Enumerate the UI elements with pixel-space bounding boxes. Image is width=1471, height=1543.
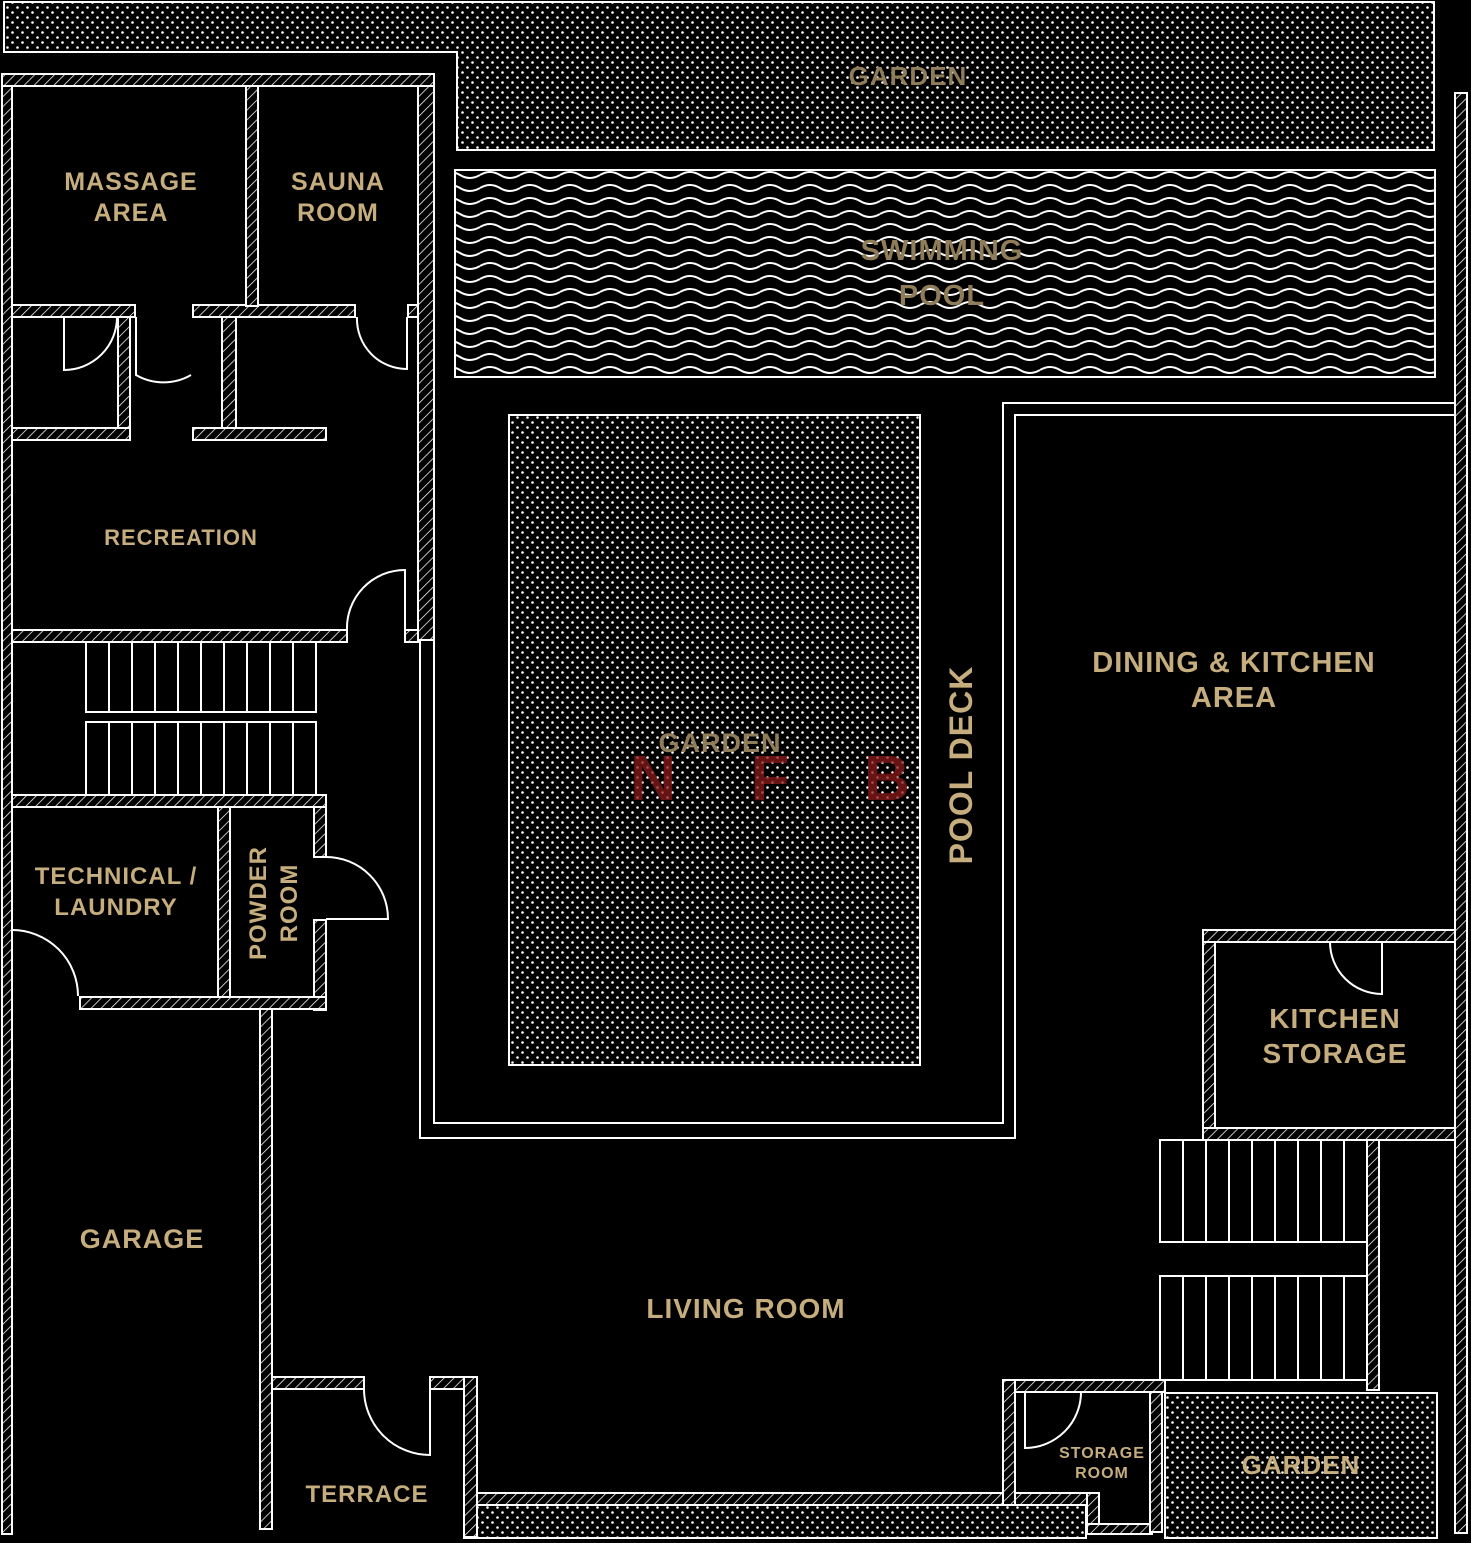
garden-top-label: GARDEN (849, 61, 968, 91)
courtyard-outline (419, 86, 1455, 1139)
garden-bottom-label: GARDEN (1242, 1450, 1361, 1480)
swimming-pool-area (454, 169, 1436, 378)
garden-top-area (3, 1, 1435, 151)
terrace-label: TERRACE (305, 1481, 428, 1508)
dining-kitchen-label-line2: AREA (1191, 682, 1277, 714)
living-room-label: LIVING ROOM (646, 1293, 845, 1324)
kitchen-storage-label-line2: STORAGE (1263, 1038, 1408, 1069)
powder-room-label-line2: ROOM (276, 864, 303, 943)
recreation-label: RECREATION (104, 525, 258, 550)
dining-kitchen-label-line1: DINING & KITCHEN (1092, 647, 1375, 679)
storage-room-label-line1: STORAGE (1059, 1445, 1145, 1462)
room-labels: GARDEN MASSAGE AREA SAUNA ROOM SWIMMING … (35, 61, 1408, 1508)
kitchen-storage-label-line1: KITCHEN (1269, 1003, 1400, 1034)
garage-label: GARAGE (80, 1224, 205, 1254)
massage-area-label-line2: AREA (94, 199, 169, 227)
stairs-right[interactable] (1159, 1139, 1368, 1381)
doors (11, 316, 1383, 1457)
garden-bottom-area (1164, 1392, 1438, 1539)
technical-laundry-label-line2: LAUNDRY (54, 894, 177, 921)
sauna-room-label-line1: SAUNA (291, 168, 385, 196)
garden-strip-bottom (463, 1504, 1087, 1539)
garden-center-label: GARDEN (658, 728, 781, 758)
technical-laundry-label-line1: TECHNICAL / (35, 863, 198, 890)
swimming-pool-label-line2: POOL (899, 280, 985, 312)
powder-room-label-line1: POWDER (245, 846, 272, 960)
massage-area-label-line1: MASSAGE (64, 168, 197, 196)
sauna-room-label-line2: ROOM (297, 199, 379, 227)
swimming-pool-label-line1: SWIMMING (861, 235, 1024, 267)
pool-deck-label: POOL DECK (943, 666, 979, 865)
stairs-left[interactable] (85, 641, 317, 796)
walls (1, 73, 1468, 1538)
storage-room-label-line2: ROOM (1075, 1465, 1129, 1482)
garden-center-area (508, 414, 921, 1066)
